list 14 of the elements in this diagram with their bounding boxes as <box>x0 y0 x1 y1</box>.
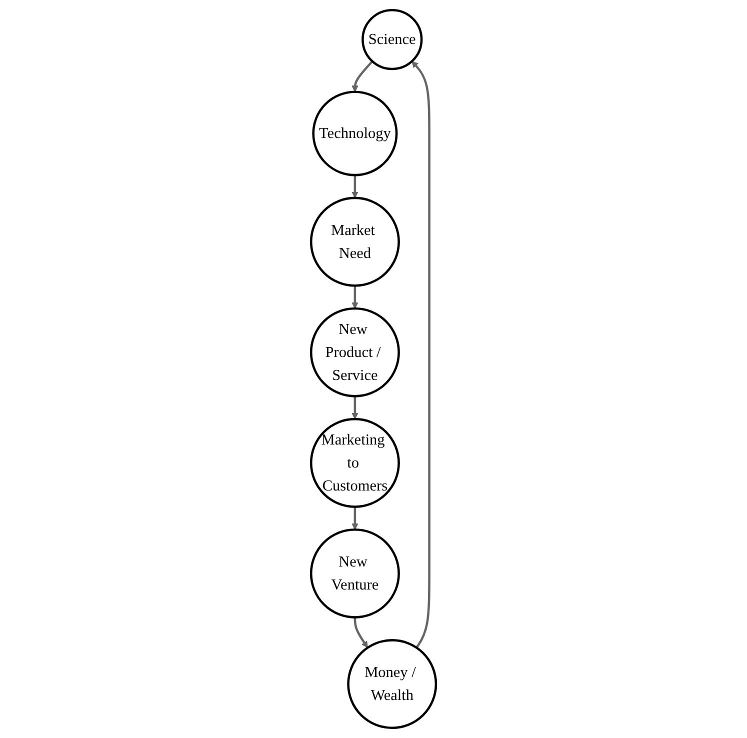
arrow <box>352 396 358 420</box>
node-circle: Marketing to Customers <box>310 418 400 508</box>
node-circle: Science <box>362 8 423 70</box>
node-circle: Technology <box>312 90 398 176</box>
node-circle: New Product / Service <box>310 307 400 398</box>
node-circle: New Venture <box>310 528 400 618</box>
arrow <box>354 617 368 648</box>
arrow <box>352 286 358 309</box>
node-circle: Market Need <box>310 196 400 287</box>
arrow <box>352 175 358 198</box>
node-circle: Money / Wealth <box>347 639 438 730</box>
arrow <box>412 61 430 648</box>
arrow <box>352 506 358 530</box>
arrow <box>352 60 374 92</box>
